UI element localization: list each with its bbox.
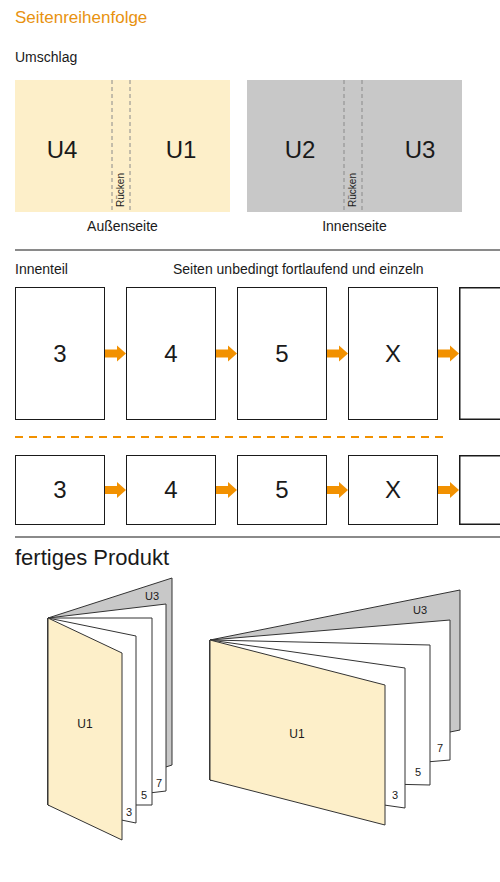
flow-arrow [438, 346, 459, 499]
page-number: 3 [392, 789, 398, 802]
page-box: 4 [126, 455, 216, 525]
note-text: Seiten unbedingt fortlaufend und einzeln [173, 261, 424, 277]
cover-page-label: U2 [285, 136, 316, 164]
spine-fold-line [112, 80, 113, 212]
page-box: X [348, 455, 438, 525]
row-divider [15, 436, 445, 438]
page-box: X [348, 287, 438, 420]
flow-arrow [216, 486, 228, 494]
flow-arrow [327, 486, 339, 494]
sheet-label: U3 [413, 604, 427, 617]
cover-page-label: U1 [166, 136, 197, 164]
page-number: 5 [275, 340, 288, 368]
page-number: 3 [53, 476, 66, 504]
page-number: 4 [164, 476, 177, 504]
spine-fold-line [130, 80, 131, 212]
page-number: 5 [415, 766, 421, 779]
page-number: 5 [275, 476, 288, 504]
section-label: Innenteil [15, 261, 68, 277]
page-number: 5 [141, 789, 147, 802]
booklet-landscape [210, 590, 460, 825]
cover-sheet: U2RückenU3Innenseite [247, 80, 462, 212]
page-number: 3 [53, 340, 66, 368]
page-box: 5 [237, 455, 327, 525]
spine-label: Rücken [347, 173, 359, 207]
flow-arrow [105, 486, 117, 494]
page-number: X [385, 340, 401, 368]
section-heading: fertiges Produkt [15, 545, 169, 570]
spine-fold-line [362, 80, 363, 212]
spine-fold-line [344, 80, 345, 212]
page-title: Seitenreihenfolge [15, 8, 147, 28]
section-label: Umschlag [15, 49, 77, 65]
cut-off-page [460, 288, 500, 525]
page-number: 3 [126, 806, 132, 819]
flow-arrow [327, 350, 339, 358]
page-number: X [385, 476, 401, 504]
page-number: 7 [437, 742, 443, 755]
flow-arrow [105, 350, 117, 358]
section-separator [15, 250, 500, 537]
sheet-label: U1 [77, 718, 92, 732]
page-box: 5 [237, 287, 327, 420]
page-number: 7 [156, 777, 162, 790]
cover-caption: Außenseite [15, 218, 230, 234]
sheet-label: U3 [145, 590, 159, 603]
cover-caption: Innenseite [247, 218, 462, 234]
page-box: 3 [15, 455, 105, 525]
flow-arrow [216, 350, 228, 358]
booklet-portrait [48, 578, 172, 840]
page-box: 3 [15, 287, 105, 420]
page-box: 4 [126, 287, 216, 420]
cover-page-label: U3 [405, 136, 436, 164]
sheet-label: U1 [289, 728, 304, 742]
spine-label: Rücken [115, 173, 127, 207]
cover-page-label: U4 [47, 136, 78, 164]
page-number: 4 [164, 340, 177, 368]
cover-sheet: U4RückenU1Außenseite [15, 80, 230, 212]
